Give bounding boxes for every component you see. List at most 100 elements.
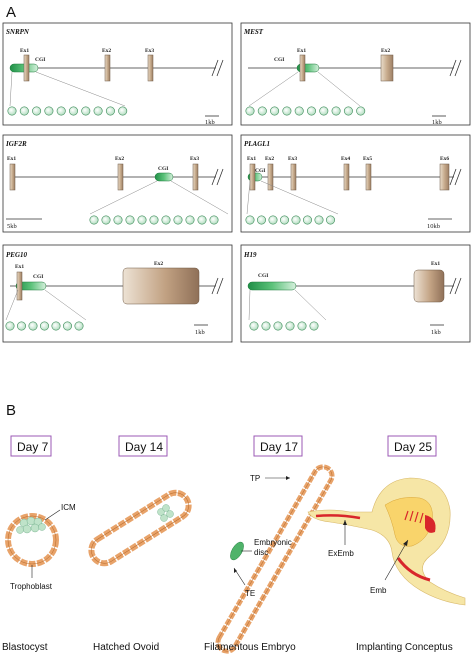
exon-label: Ex1 [431,261,440,267]
stage-label: Hatched Ovoid [93,642,159,653]
cpg-site-circle [245,106,255,116]
trophoblast-label: Trophoblast [10,582,53,591]
exon-label: Ex3 [190,156,199,162]
exon-2 [122,267,200,305]
cpg-site-circle [56,106,66,116]
exon-6 [439,163,450,191]
gene-name: H19 [243,251,257,259]
gene-panel-mest: MEST Ex1 Ex2 CGI 1kb [240,22,471,126]
panel-a-label: A [6,4,16,21]
exon-3 [192,163,199,191]
cgi-island [154,172,174,182]
cpg-site-circle [51,321,61,331]
exon-2 [380,54,394,82]
exon-1 [16,271,23,301]
cpg-site-circle [319,106,329,116]
day-label: Day 7 [17,440,49,454]
day-label: Day 17 [260,440,298,454]
day-box-25 [387,435,437,457]
cpg-site-circle [331,106,341,116]
exon-label: Ex3 [145,48,154,54]
cpg-site-circle [105,106,115,116]
cpg-site-circle [261,321,271,331]
exon-label: Ex6 [440,156,449,162]
cpg-site-circle [118,106,128,116]
cpg-site-circle [19,106,29,116]
exemb-label: ExEmb [328,549,354,558]
scale-label: 10kb [427,223,440,230]
cpg-site-circle [44,106,54,116]
cpg-site-circle [74,321,84,331]
cpg-site-circle [209,215,219,225]
cpg-site-circle [161,215,171,225]
exon-2 [104,54,111,82]
cgi-label: CGI [255,168,265,174]
gene-name: MEST [243,28,264,36]
stage-label: Blastocyst [2,642,48,653]
cgi-island [247,281,297,291]
scale-label: 1kb [195,329,205,336]
te-label: TE [245,589,255,598]
cpg-site-circle [309,321,319,331]
exon-3 [290,163,297,191]
cpg-site-circle [291,215,301,225]
stage-label: Filamentous Embryo [204,642,296,653]
exon-label: Ex1 [15,264,24,270]
cpg-site-circle [32,106,42,116]
cpg-site-circle [302,215,312,225]
cpg-site-circle [356,106,366,116]
cpg-site-circle [137,215,147,225]
emb-label: Emb [370,586,387,595]
exon-label: Ex1 [20,48,29,54]
gene-name: PLAGL1 [244,140,270,148]
cgi-label: CGI [274,57,284,63]
cpg-site-circle [62,321,72,331]
gene-panel-snrpn: SNRPN Ex1 Ex2 Ex3 CGI 1kb [2,22,233,126]
cpg-site-circle [28,321,38,331]
exon-1 [413,269,445,303]
cpg-site-circle [343,106,353,116]
gene-name: IGF2R [5,140,27,148]
cpg-site-circle [16,321,26,331]
exon-5 [365,163,372,191]
cpg-site-circle [39,321,49,331]
gene-panel-igf2r: IGF2R Ex1 Ex2 Ex3 CGI 5kb [2,134,233,233]
exon-label: Ex4 [341,156,350,162]
cpg-site-circle [245,215,255,225]
exon-1 [23,54,30,82]
scale-label: 1kb [432,119,442,126]
exon-label: Ex2 [102,48,111,54]
exon-label: Ex1 [7,156,16,162]
filamentous-embryo-illustration: TP Embryonic disc TE [215,464,335,654]
exon-label: Ex3 [288,156,297,162]
day-box-17 [253,435,303,457]
cpg-site-circle [306,106,316,116]
blastocyst-illustration: ICM Trophoblast [5,503,76,591]
embryonic-disc-label-1: Embryonic [254,538,292,547]
cpg-site-circle [5,321,15,331]
exon-label: Ex2 [381,48,390,54]
scale-label: 5kb [7,223,17,230]
exon-3 [147,54,154,82]
tp-label: TP [250,474,260,483]
cpg-site-circle [81,106,91,116]
implanting-conceptus-illustration: ExEmb Emb [307,477,466,606]
scale-label: 1kb [205,119,215,126]
cpg-site-circle [197,215,207,225]
exon-1 [299,54,306,82]
gene-name: PEG10 [6,251,28,259]
panel-b-label: B [6,402,16,419]
exon-1 [249,163,256,191]
cpg-site-circle [256,215,266,225]
cpg-site-circle [285,321,295,331]
gene-panel-peg10: PEG10 Ex1 Ex2 CGI 1kb [2,244,233,343]
day-label: Day 25 [394,440,432,454]
cpg-site-circle [89,215,99,225]
cgi-label: CGI [258,273,268,279]
cpg-site-circle [282,106,292,116]
cpg-site-circle [314,215,324,225]
cpg-site-circle [297,321,307,331]
scale-label: 1kb [431,329,441,336]
cpg-site-circle [270,106,280,116]
